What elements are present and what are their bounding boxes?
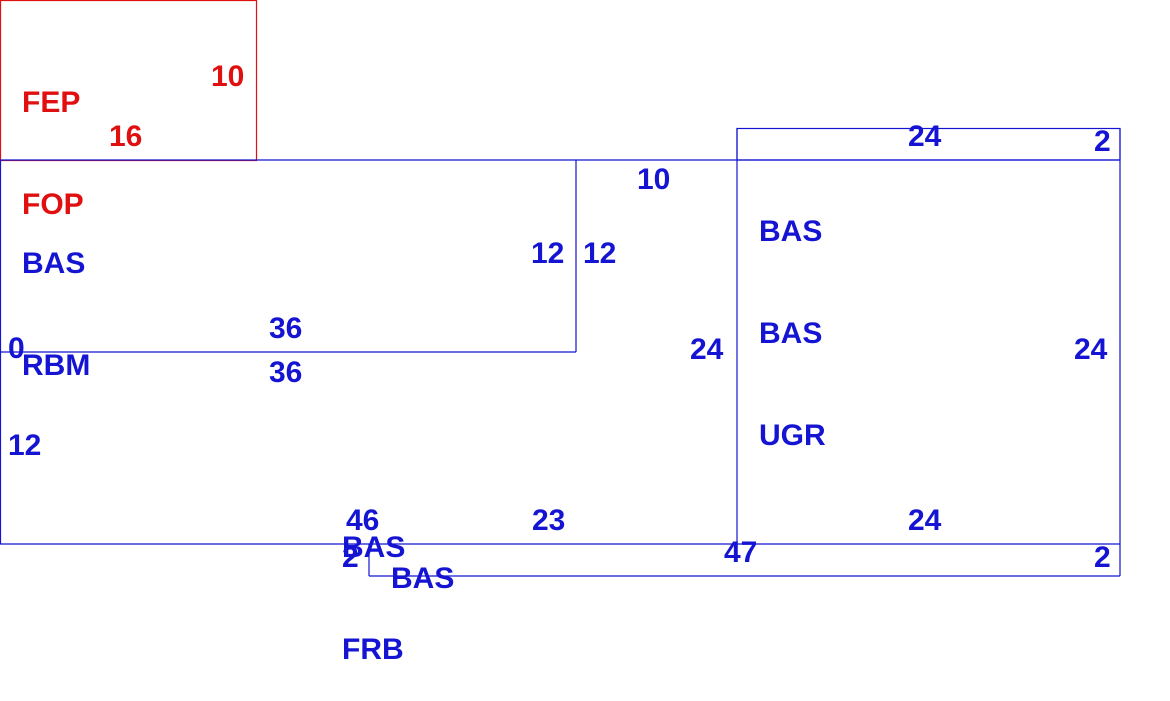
room-bas-rbm-line1: BAS [22,247,86,280]
room-bas-ugr-line1: BAS [759,215,823,248]
dim-lower-left-zero: 0 [8,332,25,365]
room-bas-rbm-label: BAS RBM [22,179,90,417]
dim-bottom-strip-left: 2 [342,541,359,574]
room-fep-label: FEP FOP [22,18,84,256]
floor-plan-diagram [0,0,1121,577]
dim-lower-bottom-mid: 23 [532,504,566,537]
room-bas-ugr-label: BAS BAS UGR [759,147,826,487]
dim-corridor-top: 10 [637,163,671,196]
room-bas-frb-line1: BAS [342,531,406,564]
dim-fep-right: 10 [211,60,245,93]
dim-lower-left-side: 12 [8,429,42,462]
dim-top-strip-top: 24 [908,120,942,153]
room-fep-line1: FEP [22,86,81,119]
dim-corridor-left: 12 [583,237,617,270]
dim-rbm-right: 12 [531,237,565,270]
room-bas-rbm-line2: RBM [22,349,91,382]
dim-ugr-left: 24 [690,333,724,366]
dim-ugr-right: 24 [1074,333,1108,366]
room-bas-ugr-line2: BAS [759,317,823,350]
dim-lower-top: 36 [269,356,303,389]
room-fep-line2: FOP [22,188,84,221]
dim-fep-bottom: 16 [109,120,143,153]
dim-ugr-bottom: 24 [908,504,942,537]
dim-rbm-bottom: 36 [269,312,303,345]
dim-lower-bottom-left: 46 [346,504,380,537]
dim-top-strip-right: 2 [1094,125,1111,158]
room-bas-bottom-label: BAS [391,562,455,595]
dim-bottom-strip-top: 47 [724,536,758,569]
room-bas-ugr-line3: UGR [759,419,826,452]
dim-bottom-strip-right: 2 [1094,541,1111,574]
room-bas-frb-line2: FRB [342,633,404,666]
